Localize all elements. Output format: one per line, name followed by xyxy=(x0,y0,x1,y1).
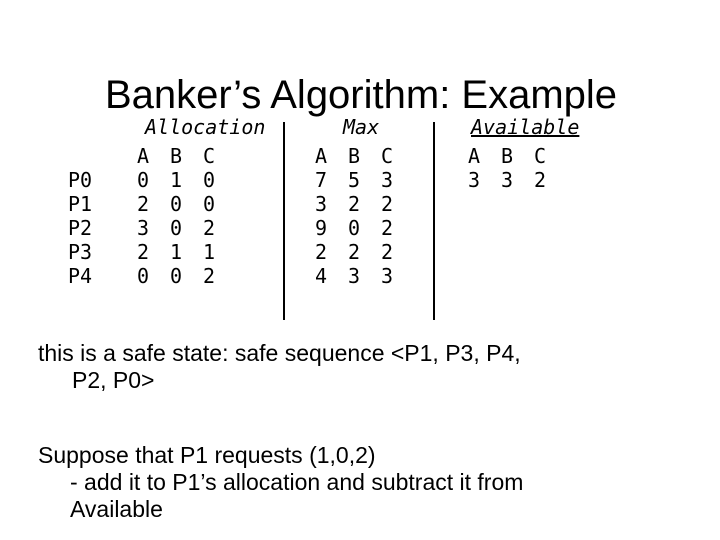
table-cell: 2 xyxy=(137,192,150,216)
table-cell: 2 xyxy=(381,240,394,264)
table-cell: 2 xyxy=(534,168,547,192)
table-cell: 3 xyxy=(381,264,394,288)
column-header: A xyxy=(315,144,328,168)
table-cell: 2 xyxy=(381,192,394,216)
table-row: 3 2 2 xyxy=(315,192,414,216)
table-cell: 0 xyxy=(137,168,150,192)
process-label: P2 xyxy=(68,216,93,240)
process-list: P0 P1 P2 P3 P4 xyxy=(68,168,92,288)
table-cell: 0 xyxy=(348,216,361,240)
table-cell: 7 xyxy=(315,168,328,192)
table-cell: 2 xyxy=(315,240,328,264)
column-header: C xyxy=(381,144,394,168)
available-table: A B C 3 3 2 xyxy=(468,144,567,192)
table-cell: 3 xyxy=(315,192,328,216)
column-header: C xyxy=(203,144,216,168)
process-label: P1 xyxy=(68,192,93,216)
divider-line xyxy=(283,122,285,320)
text-line: this is a safe state: safe sequence <P1,… xyxy=(38,340,521,366)
table-row: 4 3 3 xyxy=(315,264,414,288)
allocation-table: A B C 0 1 0 2 0 0 3 0 2 2 1 1 0 0 2 xyxy=(137,144,236,288)
table-row: 7 5 3 xyxy=(315,168,414,192)
table-cell: 9 xyxy=(315,216,328,240)
column-header: C xyxy=(534,144,547,168)
table-row: 9 0 2 xyxy=(315,216,414,240)
table-row: 2 2 2 xyxy=(315,240,414,264)
table-row: 2 1 1 xyxy=(137,240,236,264)
table-cell: 2 xyxy=(203,216,216,240)
table-cell: 3 xyxy=(137,216,150,240)
column-header: B xyxy=(348,144,361,168)
allocation-header: Allocation xyxy=(145,115,266,139)
table-row: 0 0 2 xyxy=(137,264,236,288)
table-header-row: A B C xyxy=(315,144,414,168)
safe-state-text: this is a safe state: safe sequence <P1,… xyxy=(38,340,521,394)
table-cell: 3 xyxy=(348,264,361,288)
table-cell: 1 xyxy=(203,240,216,264)
table-cell: 2 xyxy=(137,240,150,264)
column-header: B xyxy=(170,144,183,168)
table-cell: 1 xyxy=(170,168,183,192)
table-cell: 2 xyxy=(348,192,361,216)
table-cell: 4 xyxy=(315,264,328,288)
text-line: - add it to P1’s allocation and subtract… xyxy=(70,469,524,495)
table-cell: 0 xyxy=(203,168,216,192)
table-row: 2 0 0 xyxy=(137,192,236,216)
request-text: Suppose that P1 requests (1,0,2) - add i… xyxy=(38,442,523,523)
max-header: Max xyxy=(343,115,380,139)
table-cell: 2 xyxy=(381,216,394,240)
table-row: 0 1 0 xyxy=(137,168,236,192)
process-label: P3 xyxy=(68,240,93,264)
table-row: 3 0 2 xyxy=(137,216,236,240)
text-line: Available xyxy=(70,496,163,522)
divider-line xyxy=(433,122,435,320)
table-cell: 1 xyxy=(170,240,183,264)
process-label: P0 xyxy=(68,168,93,192)
table-cell: 0 xyxy=(170,264,183,288)
table-cell: 0 xyxy=(170,192,183,216)
text-line: P2, P0> xyxy=(72,367,155,393)
table-cell: 3 xyxy=(501,168,514,192)
table-row: 3 3 2 xyxy=(468,168,567,192)
table-cell: 5 xyxy=(348,168,361,192)
table-cell: 3 xyxy=(468,168,481,192)
table-cell: 0 xyxy=(137,264,150,288)
table-cell: 0 xyxy=(170,216,183,240)
available-header: Available xyxy=(471,115,580,139)
table-cell: 2 xyxy=(203,264,216,288)
text-line: Suppose that P1 requests (1,0,2) xyxy=(38,442,376,468)
column-header: A xyxy=(137,144,150,168)
max-table: A B C 7 5 3 3 2 2 9 0 2 2 2 2 4 3 3 xyxy=(315,144,414,288)
column-header: B xyxy=(501,144,514,168)
process-label: P4 xyxy=(68,264,93,288)
column-header: A xyxy=(468,144,481,168)
table-cell: 3 xyxy=(381,168,394,192)
slide-title: Banker’s Algorithm: Example xyxy=(104,73,618,117)
table-header-row: A B C xyxy=(468,144,567,168)
table-cell: 0 xyxy=(203,192,216,216)
table-header-row: A B C xyxy=(137,144,236,168)
table-cell: 2 xyxy=(348,240,361,264)
